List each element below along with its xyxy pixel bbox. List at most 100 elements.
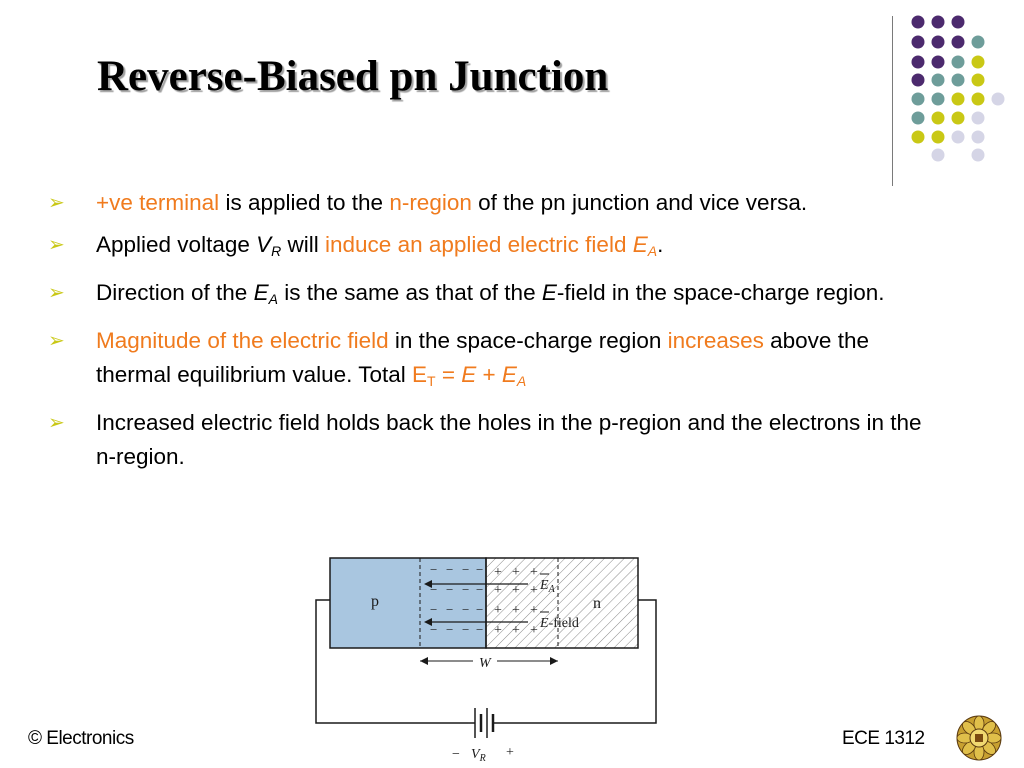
bullet-text-part: Increased electric field holds back the … — [96, 410, 922, 469]
decorative-dot — [911, 92, 925, 106]
bullet-arrow-icon: ➢ — [48, 234, 65, 256]
bullet-text-part: E — [461, 362, 477, 387]
decorative-dot — [971, 73, 985, 87]
bullet-arrow-icon: ➢ — [48, 330, 65, 352]
n-label: n — [593, 595, 601, 612]
decorative-dot — [991, 92, 1005, 106]
bullet-item: ➢Applied voltage VR will induce an appli… — [48, 228, 928, 268]
bullet-text-part: is the same as that of the — [277, 280, 542, 305]
bullet-text-part: +ve terminal — [96, 190, 220, 215]
negative-charges: −−−−−−−−−−−−−−−− — [430, 562, 483, 637]
efield-label: E-field — [539, 616, 579, 631]
bullet-item: ➢ Increased electric field holds back the… — [48, 406, 928, 474]
decorative-dot-grid — [911, 15, 1005, 162]
decorative-dot — [911, 130, 925, 144]
plus-charge: + — [494, 623, 502, 638]
minus-charge: − — [446, 622, 453, 637]
decorative-dot — [931, 15, 945, 29]
bullet-text-part: = — [435, 362, 462, 387]
left-wire — [315, 599, 468, 724]
bullet-text-part: induce an applied electric field — [325, 232, 633, 257]
decorative-dot — [951, 92, 965, 106]
plus-charge: + — [512, 623, 520, 638]
minus-charge: − — [462, 622, 469, 637]
bullet-text-part: n-region — [389, 190, 472, 215]
plus-charge: + — [512, 603, 520, 618]
bullet-text-part: A — [647, 243, 658, 259]
plus-charge: + — [512, 583, 520, 598]
minus-charge: − — [430, 602, 437, 617]
bullet-text-part: A — [516, 373, 527, 389]
decorative-dot — [951, 55, 965, 69]
plus-charge: + — [530, 565, 538, 580]
plus-charge: + — [512, 565, 520, 580]
decorative-dot — [911, 73, 925, 87]
bullet-text-part: E — [253, 280, 269, 305]
right-wire — [500, 599, 657, 724]
decorative-dot — [951, 35, 965, 49]
decorative-dot — [951, 73, 965, 87]
plus-charge: + — [494, 583, 502, 598]
decorative-dot — [971, 148, 985, 162]
bullet-text-part: . — [657, 232, 664, 257]
slide-title: Reverse-Biased pn Junction — [97, 53, 609, 100]
ea-label: EA — [539, 578, 556, 595]
minus-charge: − — [446, 562, 453, 577]
university-seal-icon — [956, 715, 1002, 761]
w-label: W — [479, 656, 492, 671]
minus-charge: − — [446, 582, 453, 597]
decorative-dot — [951, 111, 965, 125]
minus-charge: − — [462, 562, 469, 577]
decorative-dot — [951, 15, 965, 29]
minus-charge: − — [462, 582, 469, 597]
title-divider-line — [892, 16, 893, 186]
minus-charge: − — [476, 622, 483, 637]
bullet-text-part: A — [268, 291, 278, 307]
bullet-item: ➢Direction of the EA is the same as that… — [48, 276, 928, 316]
minus-charge: − — [462, 602, 469, 617]
n-region — [485, 557, 639, 649]
bullet-arrow-icon: ➢ — [48, 192, 65, 214]
decorative-dot — [971, 35, 985, 49]
bullet-text-part: E — [632, 232, 648, 257]
decorative-dot — [971, 130, 985, 144]
vr-plus: + — [506, 745, 514, 760]
vr-label: VR — [471, 747, 486, 764]
decorative-dot — [911, 55, 925, 69]
decorative-dot — [931, 73, 945, 87]
bullet-text-part: above the thermal equilibrium value. Tot… — [96, 328, 869, 387]
bullet-text-part: Direction of the — [96, 280, 254, 305]
bullet-text-part: will — [281, 232, 326, 257]
decorative-dot — [931, 148, 945, 162]
reverse-bias-diagram: −−−−−−−−−−−−−−−− ++++++++++++ p n EA E-f… — [268, 548, 698, 768]
decorative-dot — [931, 92, 945, 106]
bullet-item: ➢Magnitude of the electric field in the … — [48, 324, 928, 398]
bullet-text-part: Applied voltage — [96, 232, 257, 257]
p-label: p — [371, 593, 379, 610]
decorative-dot — [931, 111, 945, 125]
minus-charge: − — [476, 602, 483, 617]
decorative-dot — [971, 111, 985, 125]
bullet-text-part: in the space-charge region — [388, 328, 668, 353]
bullet-text-part: E — [412, 362, 428, 387]
footer-copyright: © Electronics — [28, 728, 134, 749]
bullet-text-part: E — [501, 362, 517, 387]
plus-charge: + — [494, 603, 502, 618]
bullet-text-part: R — [271, 243, 282, 259]
bullet-text-part: of the pn junction and vice versa. — [471, 190, 808, 215]
bullet-arrow-icon: ➢ — [48, 282, 65, 304]
minus-charge: − — [430, 562, 437, 577]
plus-charge: + — [494, 565, 502, 580]
p-region — [329, 557, 487, 649]
bullet-text-part: is applied to the — [219, 190, 390, 215]
decorative-dot — [971, 92, 985, 106]
vr-minus: − — [452, 747, 460, 762]
bullet-text-part: E — [541, 280, 557, 305]
decorative-dot — [931, 130, 945, 144]
decorative-dot — [931, 35, 945, 49]
plus-charge: + — [530, 583, 538, 598]
minus-charge: − — [476, 582, 483, 597]
bullet-arrow-icon: ➢ — [48, 412, 65, 434]
bullet-text-part: increases — [667, 328, 764, 353]
decorative-dot — [951, 130, 965, 144]
